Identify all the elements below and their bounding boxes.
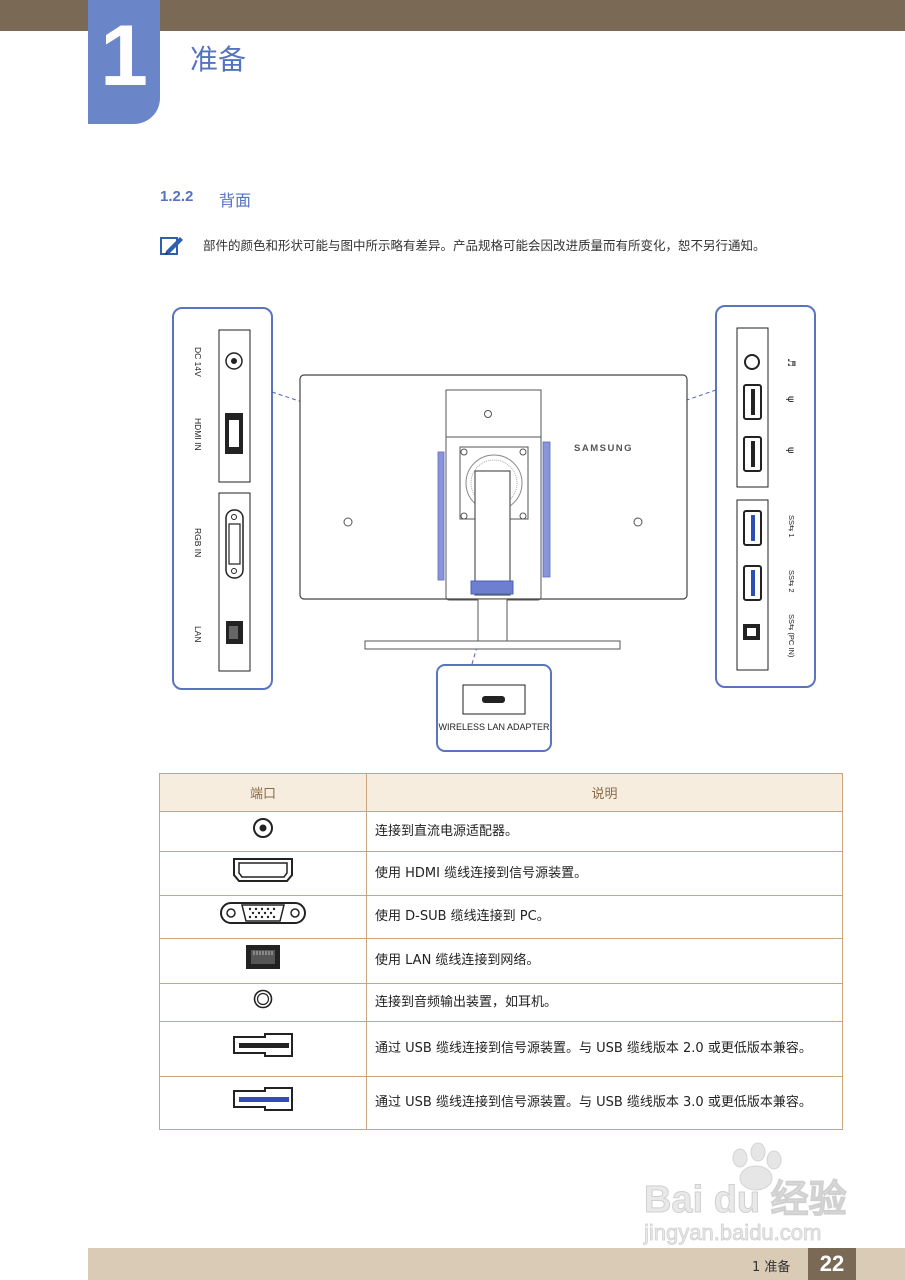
table-header-row: 端口 说明 [159, 773, 843, 812]
footer-bar [88, 1248, 905, 1280]
header-description: 说明 [366, 773, 843, 812]
rgb-jack-icon [225, 509, 244, 579]
note-icon [160, 237, 183, 255]
rear-view-diagram: DC 14V HDMI IN RGB IN LAN ♬ ψ [172, 305, 816, 752]
usb3-jack-icon-b [743, 565, 762, 601]
row-description: 使用 LAN 缆线连接到网络。 [366, 938, 843, 984]
usb2-jack-icon-a [743, 384, 762, 420]
watermark-url: jingyan.baidu.com [643, 1220, 821, 1245]
baidu-watermark: Bai du 经验 jingyan.baidu.com [643, 1142, 847, 1245]
section-title: 背面 [219, 191, 252, 210]
right-label-usb1: SS⇆ 1 [787, 515, 796, 538]
table-row: 使用 LAN 缆线连接到网络。 [159, 938, 843, 984]
audio-jack-icon [744, 354, 760, 370]
table-row: 通过 USB 缆线连接到信号源装置。与 USB 缆线版本 2.0 或更低版本兼容… [159, 1021, 843, 1077]
row-description: 连接到音频输出装置，如耳机。 [366, 983, 843, 1022]
row-description: 通过 USB 缆线连接到信号源装置。与 USB 缆线版本 2.0 或更低版本兼容… [366, 1021, 843, 1077]
hdmi-jack-icon [225, 413, 243, 454]
headphone-symbol-icon: ♬ [785, 358, 796, 367]
left-label-dc: DC 14V [193, 347, 203, 377]
chapter-tab [88, 0, 160, 124]
right-label-pcin: SS⇆ (PC IN) [787, 614, 796, 658]
lan-jack-icon [226, 621, 243, 644]
dc-power-icon [253, 817, 273, 838]
page-number-box [808, 1248, 856, 1280]
header-port: 端口 [159, 773, 367, 812]
page-number: 22 [819, 1251, 845, 1276]
table-row: 通过 USB 缆线连接到信号源装置。与 USB 缆线版本 3.0 或更低版本兼容… [159, 1076, 843, 1130]
usb-symbol-icon-a: ψ [785, 396, 796, 403]
usb2-jack-icon-b [743, 436, 762, 472]
left-label-rgb: RGB IN [193, 528, 203, 557]
note-text: 部件的颜色和形状可能与图中所示略有差异。产品规格可能会因改进质量而有所变化，恕不… [203, 238, 766, 253]
usb3-jack-icon-a [743, 510, 762, 546]
watermark-brand: Bai du 经验 [644, 1179, 847, 1221]
usb-symbol-icon-b: ψ [785, 447, 796, 454]
brand-logo: SAMSUNG [574, 443, 633, 454]
table-row: 连接到音频输出装置，如耳机。 [159, 983, 843, 1022]
right-port-panel: ♬ ψ ψ SS⇆ 1 SS⇆ 2 SS⇆ (PC IN) [715, 305, 816, 688]
chapter-title: 准备 [190, 43, 247, 76]
row-description: 通过 USB 缆线连接到信号源装置。与 USB 缆线版本 3.0 或更低版本兼容… [366, 1076, 843, 1130]
hdmi-port-icon [233, 857, 293, 882]
row-description: 连接到直流电源适配器。 [366, 811, 843, 852]
left-port-panel: DC 14V HDMI IN RGB IN LAN [172, 307, 273, 690]
lan-port-icon [246, 945, 280, 969]
dsub-port-icon [220, 902, 306, 924]
audio-out-icon [253, 989, 273, 1008]
wireless-lan-label: WIRELESS LAN ADAPTER [438, 722, 550, 732]
usb3-port-icon [233, 1087, 293, 1111]
left-label-hdmi: HDMI IN [193, 418, 203, 451]
table-row: 连接到直流电源适配器。 [159, 811, 843, 852]
port-table: 端口 说明 连接到直流电源适配器。 使用 HDMI 缆线连接到信号源装置。 [159, 773, 843, 1130]
right-label-usb2: SS⇆ 2 [787, 570, 796, 593]
chapter-number: 1 [100, 8, 148, 104]
footer-label: 1 准备 [752, 1260, 791, 1275]
row-description: 使用 D-SUB 缆线连接到 PC。 [366, 895, 843, 939]
table-row: 使用 HDMI 缆线连接到信号源装置。 [159, 851, 843, 896]
section-number: 1.2.2 [160, 188, 194, 205]
table-row: 使用 D-SUB 缆线连接到 PC。 [159, 895, 843, 939]
dc-power-jack-icon [225, 352, 243, 370]
wireless-lan-panel [436, 664, 552, 752]
monitor-rear: SAMSUNG [299, 374, 688, 650]
usb-upstream-jack-icon [743, 624, 760, 640]
left-label-lan: LAN [193, 626, 203, 643]
usb2-port-icon [233, 1033, 293, 1057]
row-description: 使用 HDMI 缆线连接到信号源装置。 [366, 851, 843, 896]
